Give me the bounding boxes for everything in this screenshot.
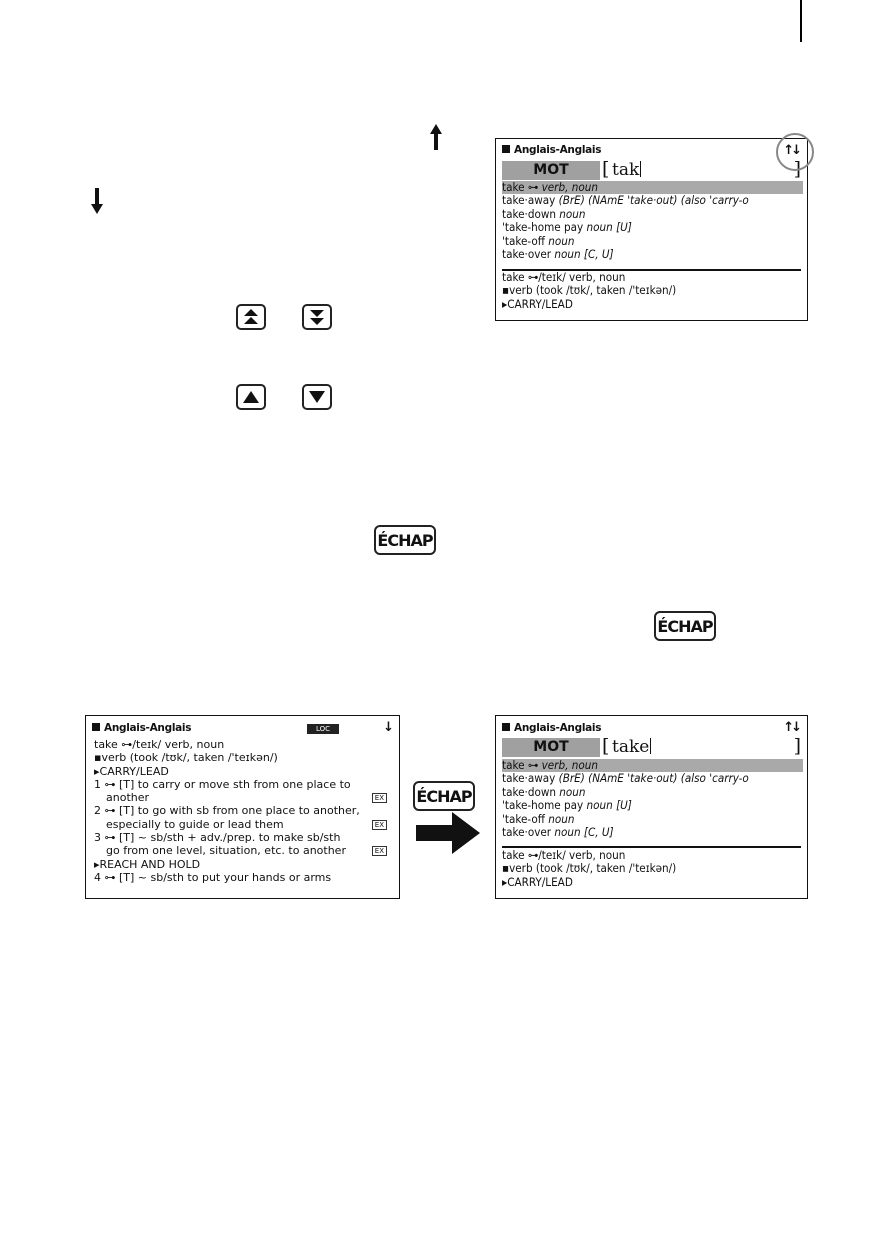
echap-key-icon: ÉCHAP (413, 781, 475, 811)
page-up-key-icon (236, 304, 266, 330)
definition-line: ▸CARRY/LEAD (94, 764, 169, 778)
definition-line: 2 ⊶ [T] to go with sb from one place to … (94, 804, 360, 818)
candidate-item[interactable]: take·away (BrE) (NAmE 'take·out) (also '… (502, 772, 803, 785)
candidate-word: take·away (502, 193, 556, 208)
down-indicator: ↓ (383, 720, 394, 735)
definition-text: take ⊶/teɪk/ verb, noun▪verb (took /tʊk/… (94, 738, 395, 884)
dictionary-screen-search: Anglais-Anglais ↑↓ MOT [ tak ] take ⊶ ve… (495, 138, 808, 321)
candidate-word: take·over (502, 824, 552, 839)
loc-badge: LOC (307, 724, 339, 734)
search-input[interactable]: [ tak ] (602, 158, 801, 180)
candidate-info: noun [C, U] (551, 246, 614, 261)
down-key-icon (302, 384, 332, 410)
candidate-word: 'take-home pay (502, 798, 584, 813)
mot-label: MOT (502, 161, 600, 180)
candidate-item[interactable]: take ⊶ verb, noun (502, 180, 803, 195)
up-arrow-icon (430, 124, 442, 150)
candidate-item[interactable]: take·over noun [C, U] (502, 824, 803, 839)
screen-title: Anglais-Anglais (92, 722, 191, 735)
candidate-info: ⊶ verb, noun (524, 758, 598, 772)
definition-line: take ⊶/teɪk/ verb, noun (94, 738, 225, 751)
candidate-item[interactable]: take·over noun [C, U] (502, 246, 803, 261)
divider (502, 269, 801, 271)
definition-line: 4 ⊶ [T] ~ sb/sth to put your hands or ar… (94, 870, 332, 884)
candidate-info: noun (555, 206, 586, 221)
mot-search-row: MOT [ take ] (502, 735, 801, 757)
highlight-circle (776, 133, 814, 171)
candidate-item[interactable]: take·down noun (502, 784, 803, 799)
candidate-info: noun (555, 784, 586, 799)
mot-label: MOT (502, 738, 600, 757)
candidate-word: 'take-off (502, 811, 545, 826)
preview-pane: take ⊶/teɪk/ verb, noun▪verb (took /tʊk/… (502, 848, 803, 889)
definition-line: 3 ⊶ [T] ~ sb/sth + adv./prep. to make sb… (94, 831, 341, 845)
definition-line: 1 ⊶ [T] to carry or move sth from one pl… (94, 777, 351, 791)
preview-line: ▸CARRY/LEAD (502, 296, 573, 311)
dictionary-screen-search-returned: Anglais-Anglais ↑↓ MOT [ take ] take ⊶ v… (495, 715, 808, 899)
echap-key-icon: ÉCHAP (654, 611, 716, 641)
candidate-info: ⊶ verb, noun (524, 180, 598, 194)
screen-title: Anglais-Anglais (502, 722, 601, 735)
candidate-word: take (502, 758, 525, 772)
page-down-key-icon (302, 304, 332, 330)
text-caret (640, 161, 642, 177)
candidate-word: 'take-home pay (502, 220, 584, 235)
candidate-item[interactable]: 'take-off noun (502, 233, 803, 248)
mot-search-row: MOT [ tak ] (502, 158, 801, 180)
candidate-item[interactable]: 'take-off noun (502, 811, 803, 826)
candidate-word: take·away (502, 771, 556, 786)
preview-line: ▪verb (took /tʊk/, taken /'teɪkən/) (502, 861, 677, 876)
candidate-info: noun (544, 811, 575, 826)
screen-title: Anglais-Anglais (502, 144, 601, 157)
text-caret (650, 738, 652, 754)
candidate-word: take·down (502, 784, 556, 799)
example-button[interactable]: EX (371, 819, 387, 830)
definition-line: go from one level, situation, etc. to an… (106, 844, 346, 858)
definition-line: ▸REACH AND HOLD (94, 857, 201, 871)
candidate-word: take·down (502, 206, 556, 221)
search-input[interactable]: [ take ] (602, 735, 801, 757)
candidate-word: 'take-off (502, 233, 545, 248)
candidate-info: (BrE) (NAmE 'take·out) (also 'carry-o (555, 771, 749, 786)
candidate-item[interactable]: 'take-home pay noun [U] (502, 798, 803, 813)
candidate-word: take (502, 180, 525, 194)
candidate-info: (BrE) (NAmE 'take·out) (also 'carry-o (555, 193, 749, 208)
down-arrow-icon (91, 188, 103, 214)
search-input-value: take (612, 737, 650, 757)
example-button[interactable]: EX (371, 793, 387, 804)
right-arrow-icon (416, 812, 480, 854)
page-margin-rule (800, 0, 802, 42)
candidate-item[interactable]: take ⊶ verb, noun (502, 758, 803, 773)
definition-line: another (106, 791, 150, 805)
definition-line: especially to guide or lead them (106, 817, 284, 831)
echap-key-icon: ÉCHAP (374, 525, 436, 555)
preview-line: ▪verb (took /tʊk/, taken /'teɪkən/) (502, 283, 677, 298)
candidate-info: noun [C, U] (551, 824, 614, 839)
candidate-item[interactable]: 'take-home pay noun [U] (502, 220, 803, 235)
divider (502, 846, 801, 848)
candidate-info: noun [U] (583, 798, 632, 813)
candidate-word: take·over (502, 246, 552, 261)
candidate-info: noun (544, 233, 575, 248)
dictionary-screen-definition: Anglais-Anglais LOC ↓ take ⊶/teɪk/ verb,… (85, 715, 400, 899)
preview-line: take ⊶/teɪk/ verb, noun (502, 848, 626, 862)
example-button[interactable]: EX (371, 846, 387, 857)
preview-line: take ⊶/teɪk/ verb, noun (502, 270, 626, 284)
updown-indicator: ↑↓ (783, 720, 802, 735)
up-key-icon (236, 384, 266, 410)
search-input-value: tak (612, 160, 640, 180)
preview-pane: take ⊶/teɪk/ verb, noun▪verb (took /tʊk/… (502, 270, 803, 311)
preview-line: ▸CARRY/LEAD (502, 874, 573, 889)
definition-line: ▪verb (took /tʊk/, taken /'teɪkən/) (94, 751, 278, 765)
candidate-item[interactable]: take·down noun (502, 206, 803, 221)
candidate-item[interactable]: take·away (BrE) (NAmE 'take·out) (also '… (502, 194, 803, 207)
candidate-info: noun [U] (583, 220, 632, 235)
